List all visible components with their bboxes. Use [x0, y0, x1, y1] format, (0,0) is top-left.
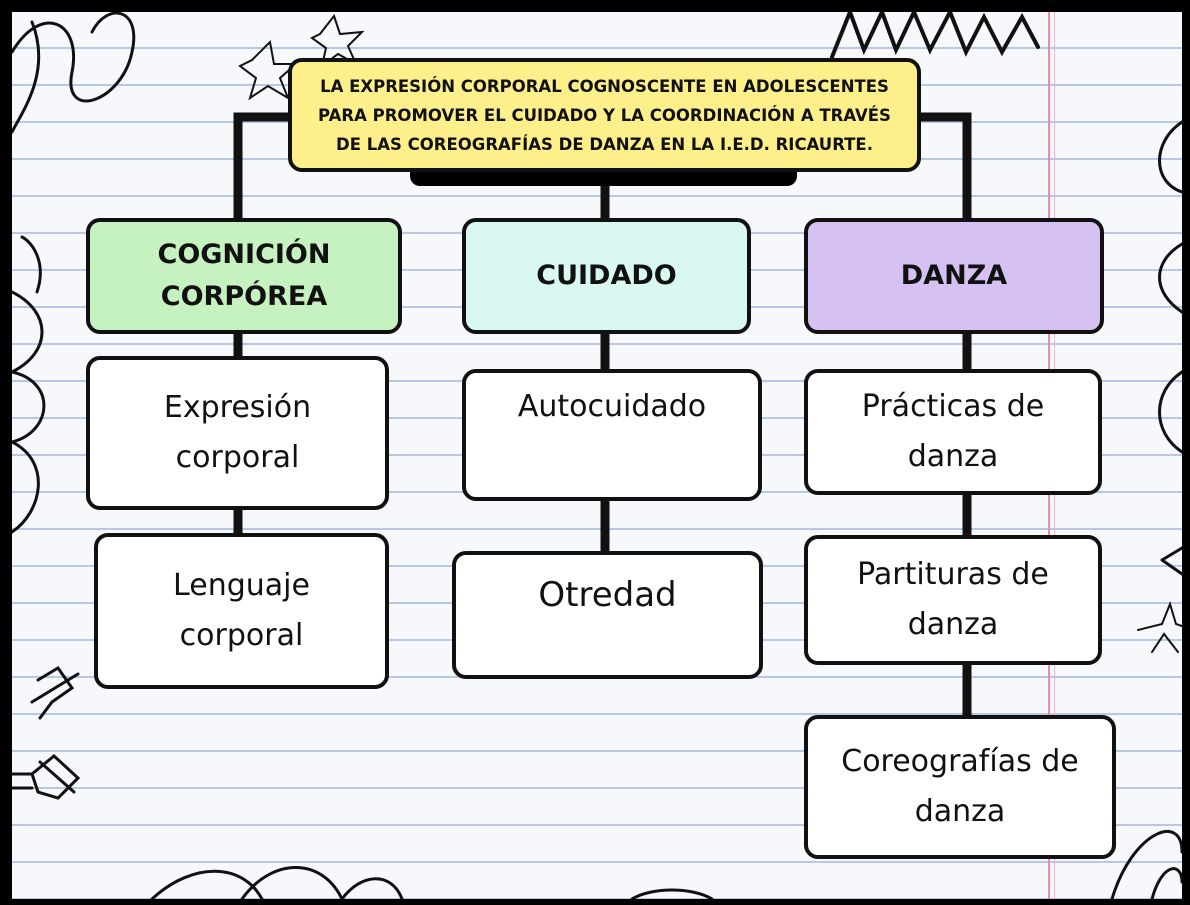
scribble-doodle-bottom	[150, 866, 404, 899]
doodles-layer	[12, 12, 1182, 899]
connector-right	[909, 112, 972, 232]
item-coreografias-de-danza-label: Coreografías de danza	[841, 744, 1079, 829]
zigzag-doodle-top	[830, 12, 1040, 59]
header-cognicion-corporea: COGNICIÓN CORPÓREA	[86, 218, 402, 334]
item-coreografias-de-danza: Coreografías de danza	[804, 715, 1116, 859]
header-cuidado: CUIDADO	[462, 218, 751, 334]
item-autocuidado-label: Autocuidado	[517, 389, 707, 424]
scribble-doodle-top-left	[12, 12, 136, 134]
item-practicas-de-danza: Prácticas de danza	[804, 369, 1102, 495]
star-doodle-left-2	[12, 754, 81, 800]
item-lenguaje-corporal-label: Lenguaje corporal	[173, 568, 310, 653]
title-text: LA EXPRESIÓN CORPORAL COGNOSCENTE EN ADO…	[318, 76, 891, 154]
scribble-doodle-left	[12, 235, 46, 534]
item-expresion-corporal-label: Expresión corporal	[163, 390, 312, 475]
item-partituras-de-danza: Partituras de danza	[804, 535, 1102, 665]
scribble-doodle-right-1	[1158, 120, 1182, 194]
connectors-layer	[233, 112, 972, 722]
scribble-doodle-bottom-mid	[630, 888, 714, 899]
title-box: LA EXPRESIÓN CORPORAL COGNOSCENTE EN ADO…	[288, 58, 921, 172]
item-lenguaje-corporal: Lenguaje corporal	[94, 533, 389, 689]
item-practicas-de-danza-label: Prácticas de danza	[861, 389, 1045, 474]
header-cuidado-label: CUIDADO	[536, 260, 677, 291]
connector-left	[233, 112, 303, 232]
item-otredad: Otredad	[452, 551, 763, 679]
item-autocuidado: Autocuidado	[462, 369, 762, 501]
header-danza: DANZA	[804, 218, 1104, 334]
scribble-doodle-bottom-right	[1110, 830, 1182, 899]
header-danza-label: DANZA	[900, 260, 1008, 291]
item-otredad-label: Otredad	[538, 575, 677, 615]
star-doodle-right-2	[1137, 600, 1182, 653]
star-doodle-right-1	[1160, 546, 1182, 576]
header-cognicion-corporea-label: COGNICIÓN CORPÓREA	[157, 239, 331, 312]
notebook-paper: LA EXPRESIÓN CORPORAL COGNOSCENTE EN ADO…	[12, 12, 1182, 899]
item-expresion-corporal: Expresión corporal	[86, 356, 389, 510]
star-doodle-left-1	[30, 665, 80, 720]
item-partituras-de-danza-label: Partituras de danza	[857, 557, 1049, 642]
scribble-doodle-right-3	[1158, 370, 1182, 454]
scribble-doodle-right-2	[1158, 242, 1182, 314]
